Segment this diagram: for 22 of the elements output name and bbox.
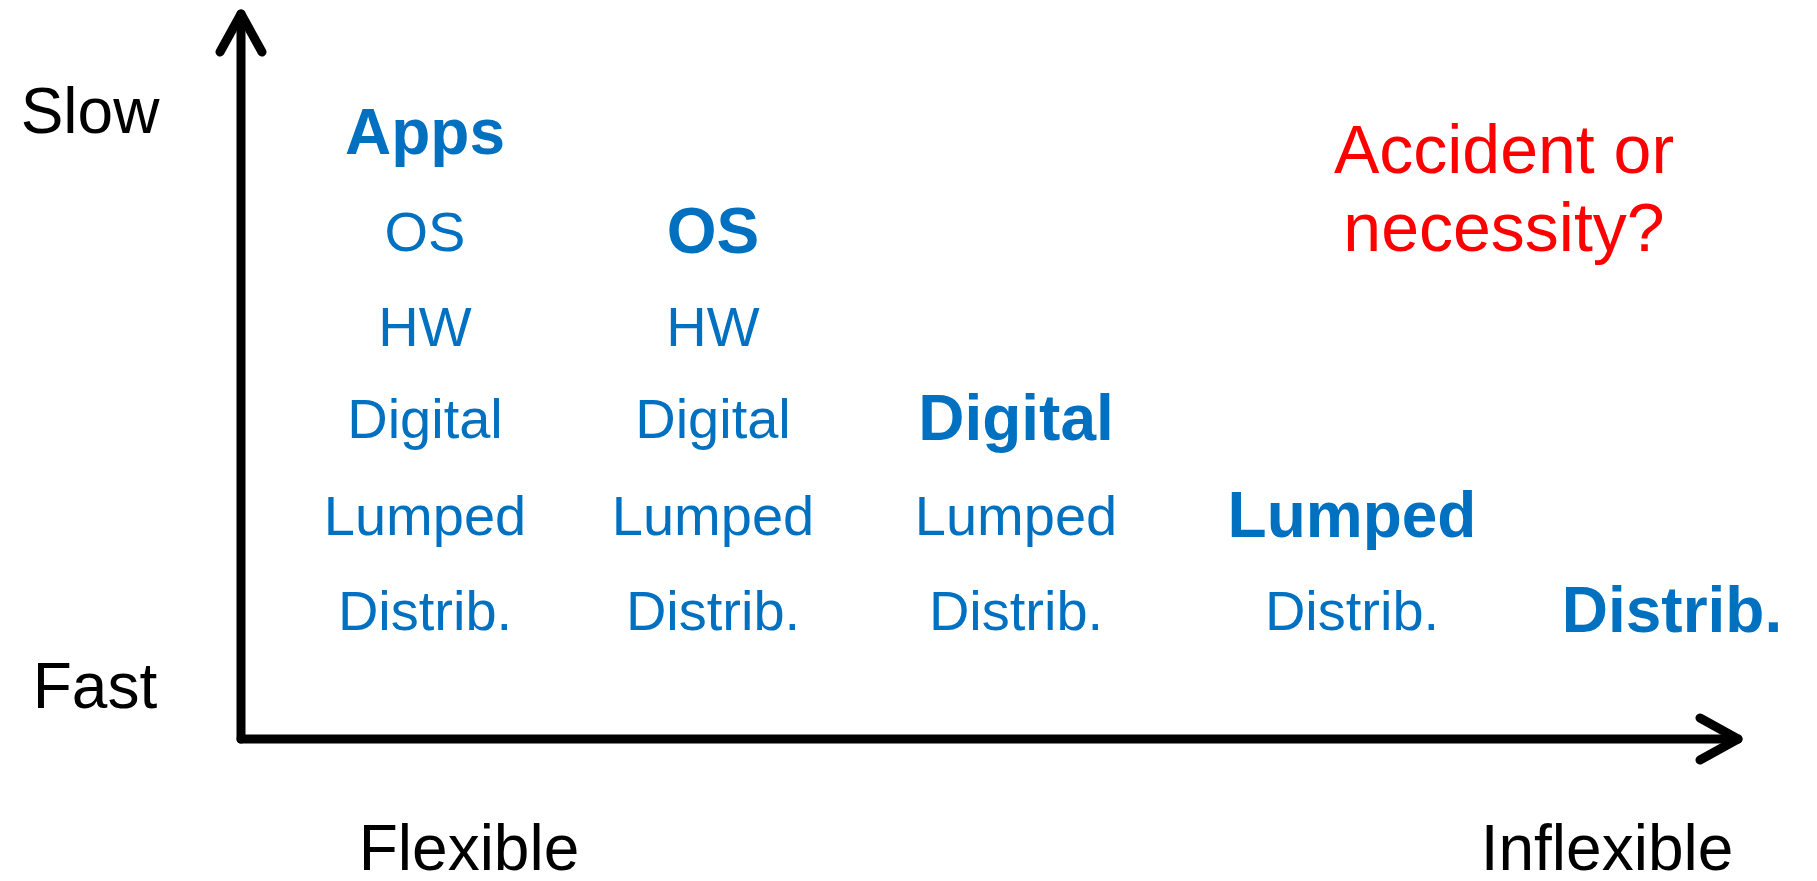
axis-label: Lumped <box>1227 479 1477 553</box>
axis-label: Slow <box>20 75 160 149</box>
axis-label: Lumped <box>323 483 527 549</box>
axis-label: Distrib. <box>1264 578 1440 644</box>
axis-label: Lumped <box>611 483 815 549</box>
axis-label: Distrib. <box>625 578 801 644</box>
axis-label: HW <box>666 294 760 360</box>
axis-label: Lumped <box>914 483 1118 549</box>
axis-label: Apps <box>345 96 505 170</box>
axis-label: Fast <box>32 650 158 724</box>
axis-label: OS <box>666 195 760 269</box>
axis-label: Flexible <box>358 812 580 881</box>
axis-label: Distrib. <box>1561 574 1783 648</box>
axis-label: Digital <box>347 386 503 452</box>
axis-label: Digital <box>918 382 1114 456</box>
axis-label: Digital <box>635 386 791 452</box>
axis-label: Distrib. <box>928 578 1104 644</box>
axis-label: Accident or necessity? <box>1332 109 1676 267</box>
axis-label: OS <box>384 199 466 265</box>
axis-label: HW <box>378 294 472 360</box>
axis-label: Inflexible <box>1480 812 1734 881</box>
axis-label: Distrib. <box>337 578 513 644</box>
